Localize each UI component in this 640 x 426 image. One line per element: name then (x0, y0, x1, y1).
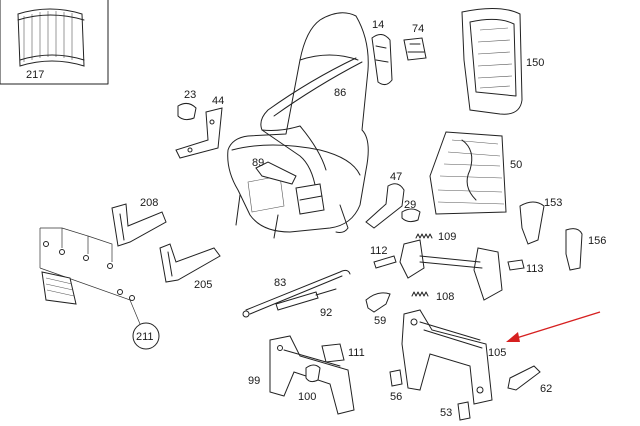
part-113-pin[interactable] (507, 259, 525, 271)
part-83-rod[interactable] (242, 269, 351, 318)
part-53-cap[interactable] (457, 401, 471, 421)
part-100-bolt[interactable] (305, 364, 321, 383)
label-150: 150 (526, 57, 544, 69)
part-208-bracket[interactable] (111, 203, 167, 247)
part-108-spring[interactable] (411, 291, 429, 297)
part-62-trim[interactable] (507, 365, 541, 391)
label-217: 217 (26, 69, 44, 81)
inset-box-217: 217 (0, 0, 109, 85)
label-62: 62 (540, 383, 552, 395)
part-89-buckle[interactable] (255, 161, 297, 185)
highlight-arrow-105 (509, 311, 601, 341)
label-59: 59 (374, 315, 386, 327)
label-86: 86 (334, 87, 346, 99)
part-111-clip[interactable] (321, 343, 345, 363)
part-56-cap[interactable] (389, 369, 403, 387)
label-105: 105 (488, 347, 506, 359)
part-29-cap[interactable] (401, 208, 421, 223)
label-14: 14 (372, 19, 384, 31)
part-59-lever-cover[interactable] (365, 292, 391, 313)
part-109-adjuster-assembly[interactable] (399, 239, 503, 301)
label-83: 83 (274, 277, 286, 289)
part-153-trim[interactable] (519, 201, 545, 245)
label-208: 208 (140, 197, 158, 209)
label-99: 99 (248, 375, 260, 387)
label-109: 109 (438, 231, 456, 243)
part-50-backrest-frame[interactable] (429, 131, 507, 215)
label-23: 23 (184, 89, 196, 101)
label-100: 100 (298, 391, 316, 403)
label-50: 50 (510, 159, 522, 171)
part-105-seat-frame[interactable] (401, 309, 493, 405)
label-156: 156 (588, 235, 606, 247)
part-211-fastener-kit[interactable] (39, 227, 160, 350)
label-153: 153 (544, 197, 562, 209)
part-74-clip[interactable] (403, 37, 427, 61)
part-109-spring[interactable] (415, 233, 433, 239)
part-92-gas-spring[interactable] (275, 288, 337, 311)
label-211: 211 (136, 331, 154, 343)
part-217-trim-strip[interactable] (17, 8, 85, 67)
label-205: 205 (194, 279, 212, 291)
part-44-bracket[interactable] (175, 107, 223, 159)
label-92: 92 (320, 307, 332, 319)
part-150-backrest-cover[interactable] (461, 8, 523, 115)
part-156-trim[interactable] (565, 228, 583, 271)
part-14-belt-guide[interactable] (371, 34, 393, 86)
label-47: 47 (390, 171, 402, 183)
label-74: 74 (412, 23, 424, 35)
part-23-cap[interactable] (177, 102, 197, 121)
label-53: 53 (440, 407, 452, 419)
part-47-cover[interactable] (365, 183, 405, 229)
highlight-arrowhead-105 (506, 332, 520, 342)
label-44: 44 (212, 95, 224, 107)
label-113: 113 (526, 263, 544, 275)
label-56: 56 (390, 391, 402, 403)
seat-shell (227, 12, 369, 239)
part-205-bracket[interactable] (159, 243, 221, 283)
label-89: 89 (252, 157, 264, 169)
part-112-lever[interactable] (373, 255, 397, 269)
part-86-seat-belt[interactable] (260, 57, 363, 215)
label-29: 29 (404, 199, 416, 211)
label-111: 111 (348, 347, 365, 359)
label-108: 108 (436, 291, 454, 303)
label-112: 112 (370, 245, 388, 257)
